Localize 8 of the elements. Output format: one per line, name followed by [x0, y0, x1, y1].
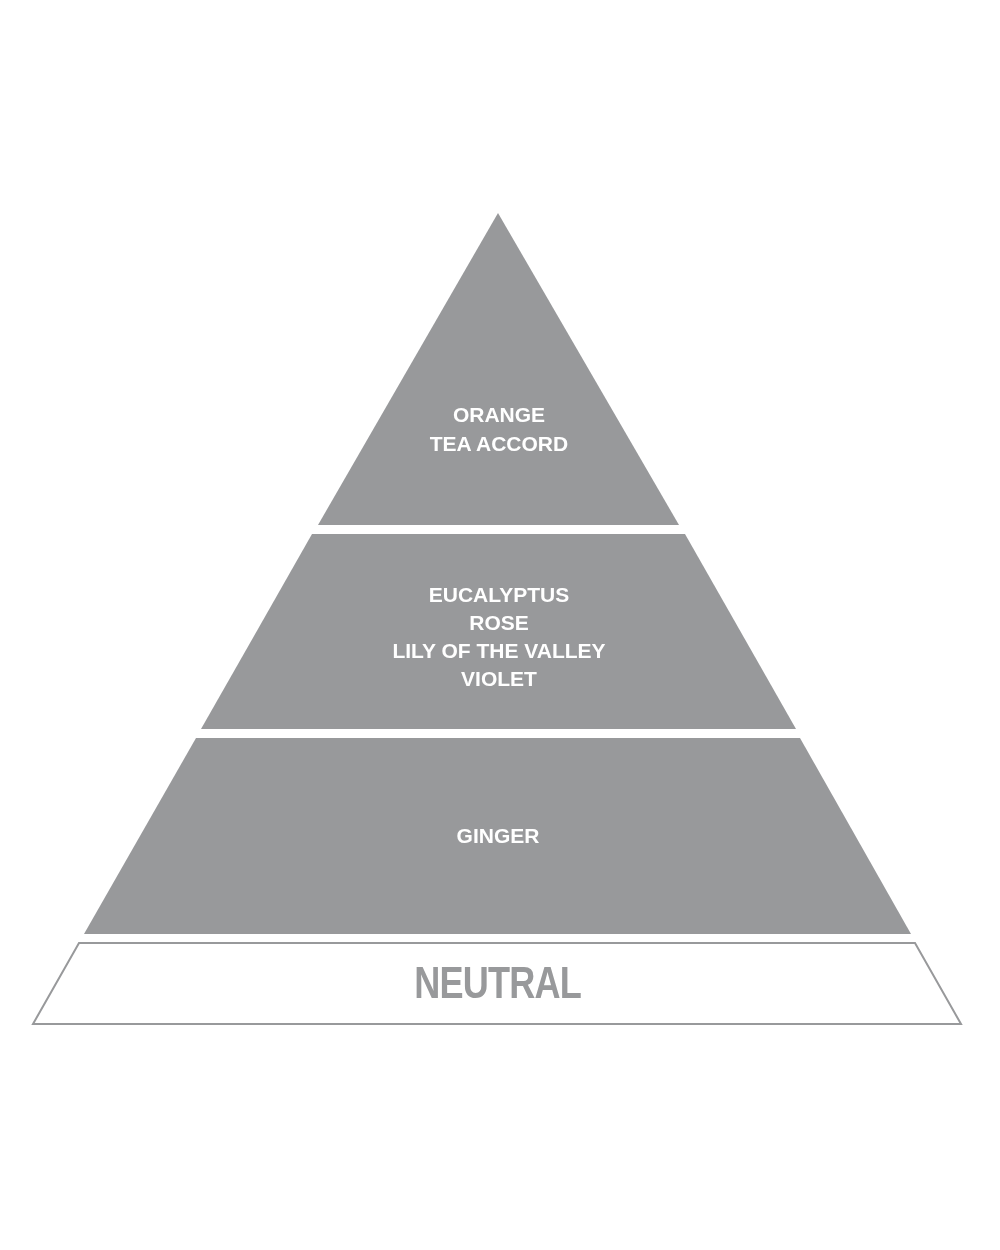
- note-label: GINGER: [456, 823, 540, 849]
- note-label: VIOLET: [461, 666, 537, 692]
- note-label: TEA ACCORD: [429, 431, 569, 457]
- note-label: EUCALYPTUS: [428, 582, 570, 608]
- note-label: ORANGE: [452, 402, 546, 428]
- note-label: LILY OF THE VALLEY: [392, 638, 606, 664]
- note-label: ROSE: [469, 610, 529, 636]
- tier-label: NEUTRAL: [414, 957, 581, 1009]
